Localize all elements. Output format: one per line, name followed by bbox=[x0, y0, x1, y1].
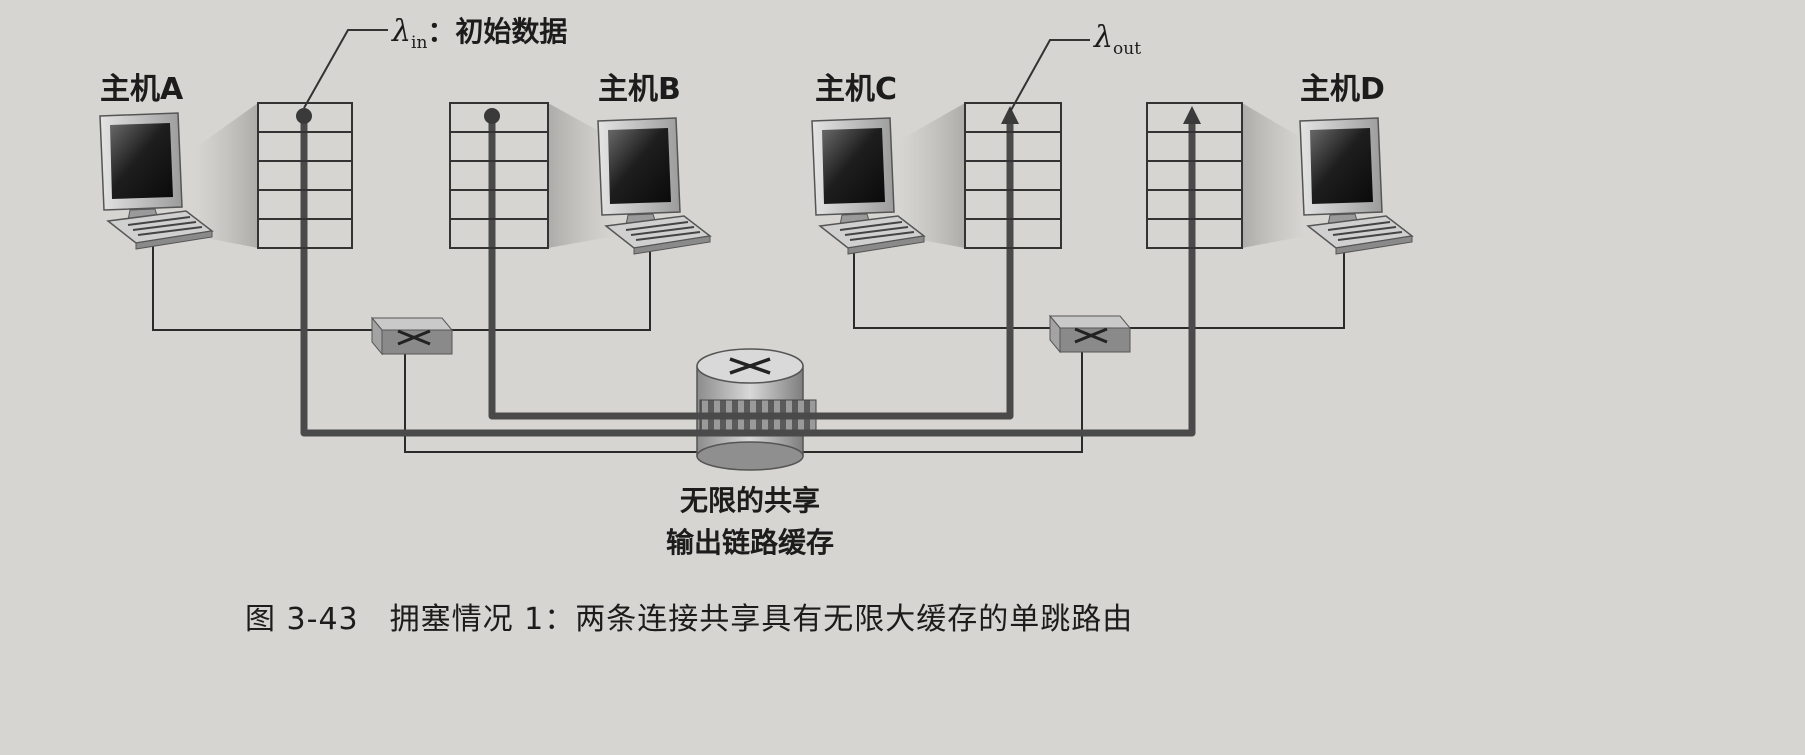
buffer-host-c bbox=[964, 102, 1062, 249]
switch-left bbox=[370, 316, 454, 356]
data-paths bbox=[300, 116, 1196, 437]
router bbox=[696, 348, 817, 471]
lambda-out-symbol: λout bbox=[1094, 20, 1142, 59]
link-host-d-switch bbox=[1116, 236, 1345, 329]
buffer-rows bbox=[258, 131, 1242, 220]
switch-right bbox=[1048, 314, 1132, 354]
lambda-in-text: ：初始数据 bbox=[427, 15, 568, 48]
path-host-b-to-host-c bbox=[488, 116, 1014, 420]
lambda-in-label: λin：初始数据 bbox=[392, 10, 567, 53]
leader-lambda-out bbox=[1009, 39, 1090, 113]
host-c-computer-icon bbox=[811, 117, 926, 255]
buffer-shadows bbox=[195, 103, 1305, 248]
path-start-dot-a bbox=[296, 108, 312, 124]
link-host-b-switch bbox=[440, 236, 651, 331]
buffer-host-d bbox=[1146, 102, 1243, 249]
host-b-computer-icon bbox=[597, 117, 712, 255]
lambda-out-label: λout bbox=[1094, 20, 1141, 59]
arrow-up-icon bbox=[1001, 106, 1019, 124]
link-switch-left-router bbox=[404, 346, 702, 453]
host-a-label: 主机A bbox=[100, 72, 184, 107]
switch-left-x-icon bbox=[397, 329, 431, 346]
link-host-c-switch bbox=[853, 236, 1050, 329]
buffer-host-a bbox=[257, 102, 353, 249]
router-buffer-label-line2: 输出链路缓存 bbox=[665, 526, 834, 559]
host-c-label: 主机C bbox=[815, 72, 898, 107]
router-buffer-label-line1: 无限的共享 bbox=[679, 484, 820, 517]
arrow-up-icon bbox=[1183, 106, 1201, 124]
path-markers bbox=[296, 106, 1201, 124]
label-leaders bbox=[303, 29, 1090, 113]
figure-caption: 图 3-43 拥塞情况 1：两条连接共享具有无限大缓存的单跳路由 bbox=[245, 602, 1134, 637]
path-start-dot-b bbox=[484, 108, 500, 124]
host-d-label: 主机D bbox=[1300, 72, 1385, 107]
host-b-label: 主机B bbox=[598, 72, 681, 107]
router-x-icon bbox=[729, 357, 771, 375]
host-a-computer-icon bbox=[99, 112, 214, 250]
buffers bbox=[257, 102, 1243, 249]
switch-right-x-icon bbox=[1074, 327, 1108, 344]
router-buffer-label: 无限的共享 输出链路缓存 bbox=[640, 480, 860, 564]
leader-lambda-in bbox=[303, 29, 388, 109]
link-host-a-switch bbox=[152, 236, 372, 331]
host-d-computer-icon bbox=[1299, 117, 1414, 255]
lambda-in-symbol: λin bbox=[392, 14, 428, 53]
buffer-host-b bbox=[449, 102, 549, 249]
link-router-switch-right bbox=[798, 346, 1083, 453]
path-host-a-to-host-d bbox=[300, 116, 1196, 437]
